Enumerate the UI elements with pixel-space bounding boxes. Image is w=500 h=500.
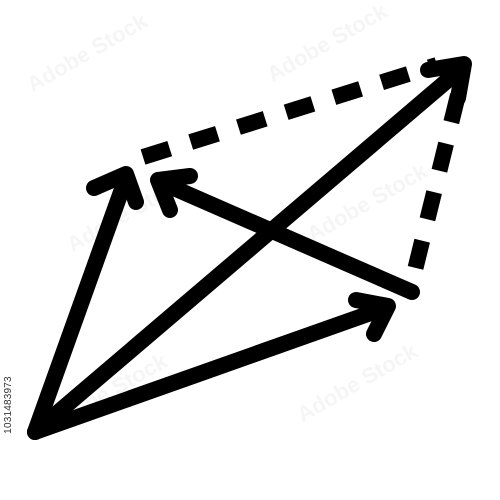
left-vector-head [86, 166, 144, 210]
stock-id-label: 1031483973 [3, 376, 14, 434]
dashed-right-edge [407, 93, 466, 272]
resultant-arrow-head [420, 56, 472, 106]
resultant-arrow-shaft [27, 60, 470, 440]
bottom-vector-shaft [27, 300, 393, 440]
left-vector-shaft [27, 170, 134, 440]
bottom-vector-head [348, 292, 396, 342]
dashed-top-edge [140, 57, 440, 165]
difference-vector-head [150, 168, 198, 218]
difference-vector-shaft [152, 174, 420, 300]
